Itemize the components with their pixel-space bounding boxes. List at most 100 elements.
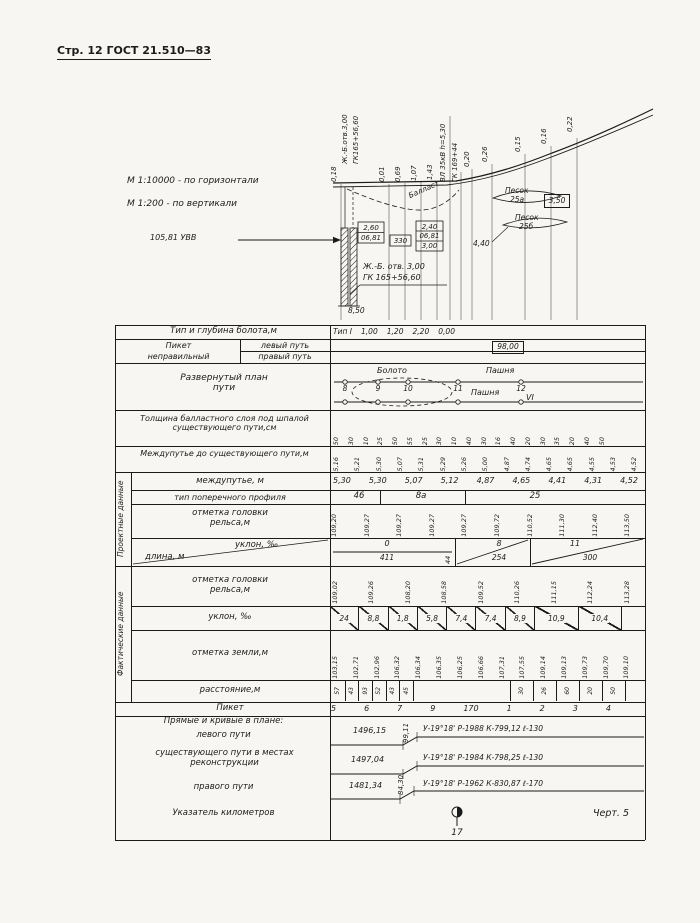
figure-caption: Черт. 5 bbox=[593, 808, 630, 819]
picket-row-label: Пикет bbox=[216, 703, 244, 713]
plan-row-label: Развернутый план пути bbox=[180, 373, 268, 394]
gradient-value: 7,4 bbox=[483, 613, 498, 623]
culvert-rotated-label: Ж.-Б.отв.3,00 bbox=[341, 114, 349, 164]
gradient-value: 10,4 bbox=[590, 613, 610, 623]
ground-mark-value: 107,55 bbox=[518, 656, 527, 679]
ballast-depth-value: 10 bbox=[450, 436, 458, 445]
sand-b-number: 25б bbox=[519, 222, 534, 231]
distance-cell: 57 bbox=[332, 681, 346, 701]
ground-mark-value: 109,13 bbox=[559, 656, 568, 679]
distance-cell: 43 bbox=[387, 681, 401, 701]
distance-cell: 26 bbox=[534, 681, 557, 701]
left-track-label: левый путь bbox=[260, 341, 310, 350]
track-spacing-existing-value: 4,65 bbox=[545, 456, 554, 471]
design-rail-head-value: 109,27 bbox=[427, 514, 436, 537]
plan-picket: 11 bbox=[453, 384, 463, 393]
ground-mark-value: 103,15 bbox=[331, 656, 339, 679]
gradient-cell: 10,4 bbox=[578, 606, 622, 630]
distance-cell: 30 bbox=[511, 681, 534, 701]
sand-b-label: Песок bbox=[515, 213, 539, 222]
power-line-station: ГК 169+44 bbox=[451, 142, 459, 182]
track-spacing-existing-value: 4,87 bbox=[502, 456, 511, 471]
distance-cell: 60 bbox=[557, 681, 580, 701]
bog-value: 2,20 bbox=[412, 327, 430, 337]
km-post-symbol bbox=[451, 806, 463, 826]
sand-a-depth: 3,50 bbox=[544, 194, 570, 208]
design-rail-head-label: отметка головки рельса,м bbox=[192, 508, 268, 528]
design-spacing-value: 4,87 bbox=[476, 476, 495, 485]
ballast-depth-value: 40 bbox=[582, 436, 591, 445]
design-spacing-value: 5,30 bbox=[368, 476, 387, 485]
ground-mark-value: 109,14 bbox=[539, 656, 548, 679]
track-spacing-existing-value: 4,53 bbox=[609, 456, 618, 471]
plan-picket: 10 bbox=[403, 384, 413, 393]
design-group-label: Проектные данные bbox=[116, 480, 125, 558]
right-track-label: правый путь bbox=[258, 352, 312, 361]
left-track-shift: 99,11 bbox=[402, 722, 410, 743]
ballast-depth-value: 50 bbox=[391, 436, 399, 445]
ground-mark-value: 106,35 bbox=[435, 656, 444, 679]
gradient-cell: 8,9 bbox=[505, 606, 536, 630]
track-spacing-existing-value: 5,26 bbox=[459, 456, 468, 471]
plan-row-graphics bbox=[334, 377, 643, 407]
design-rail-head-value: 110,52 bbox=[525, 514, 534, 537]
distance-value: 26 bbox=[541, 687, 548, 695]
gradient-cell: 5,8 bbox=[417, 606, 448, 630]
ballast-depth-value: 55 bbox=[405, 436, 414, 445]
note-box-c-mid: 06,81 bbox=[419, 232, 440, 240]
distance-value: 57 bbox=[334, 687, 342, 695]
distance-value: 20 bbox=[587, 687, 594, 695]
alignment-left-track-label: левого пути bbox=[196, 730, 251, 740]
profile-type-value: 8а bbox=[415, 491, 427, 501]
distance-value: 45 bbox=[402, 687, 410, 695]
gradient-slope: 8 bbox=[496, 539, 502, 548]
plan-track-number: VI bbox=[526, 393, 534, 402]
gradient-cell: 10,9 bbox=[535, 606, 579, 630]
alignment-title: Прямые и кривые в плане: bbox=[163, 716, 284, 726]
design-rail-head-value: 113,50 bbox=[623, 514, 632, 537]
picket-value: 6 bbox=[364, 704, 370, 713]
ballast-depth-label: Толщина балластного слоя под шпалой суще… bbox=[140, 414, 309, 433]
track-spacing-existing-value: 5,07 bbox=[395, 456, 404, 471]
ballast-depth-value: 50 bbox=[332, 436, 340, 445]
ground-mark-value: 102,96 bbox=[372, 656, 381, 679]
distance-value: 30 bbox=[518, 687, 525, 695]
track-spacing-existing-value: 5,16 bbox=[332, 456, 340, 471]
km-value: 17 bbox=[451, 828, 463, 838]
sand-lenses bbox=[491, 190, 569, 243]
distance-cell: 20 bbox=[580, 681, 603, 701]
ground-mark-value: 106,66 bbox=[476, 656, 485, 679]
ballast-depth-value: 25 bbox=[376, 436, 385, 445]
picket-value: 4 bbox=[605, 704, 611, 713]
culvert-note-line2: ГК 165+56,60 bbox=[363, 273, 421, 282]
ground-mark-value: 109,73 bbox=[580, 656, 589, 679]
actual-rail-head-value: 112,24 bbox=[586, 581, 595, 604]
table-grid bbox=[115, 325, 646, 841]
alignment-right-track-label: правого пути bbox=[193, 782, 254, 792]
ballast-depth-value: 10 bbox=[361, 436, 370, 445]
gradient-value: 1,8 bbox=[395, 613, 410, 623]
gradient-value: 5,8 bbox=[425, 613, 439, 623]
culvert-note-leader bbox=[349, 284, 447, 295]
culvert-rotated-station: ГК165+56,60 bbox=[352, 115, 360, 164]
actual-rail-head-value: 108,58 bbox=[440, 581, 449, 604]
ballast-depth-value: 30 bbox=[479, 436, 488, 445]
ballast-depth-value: 35 bbox=[553, 436, 562, 445]
note-box-c-bottom: 3,00 bbox=[421, 242, 438, 250]
design-rail-head-value: 109,27 bbox=[362, 514, 371, 537]
distance-value: 52 bbox=[375, 687, 383, 695]
track-spacing-existing-value: 5,00 bbox=[481, 456, 490, 471]
left-track-curve: У-19°18' Р-1988 К-799,12 ℓ-130 bbox=[423, 724, 544, 733]
ballast-depth-value: 20 bbox=[523, 436, 532, 445]
work-mark: 0,26 bbox=[481, 146, 489, 162]
water-level-label: 105,81 УВВ bbox=[150, 233, 197, 242]
ground-mark-value: 106,25 bbox=[455, 656, 464, 679]
design-rail-head-value: 109,72 bbox=[493, 514, 502, 537]
